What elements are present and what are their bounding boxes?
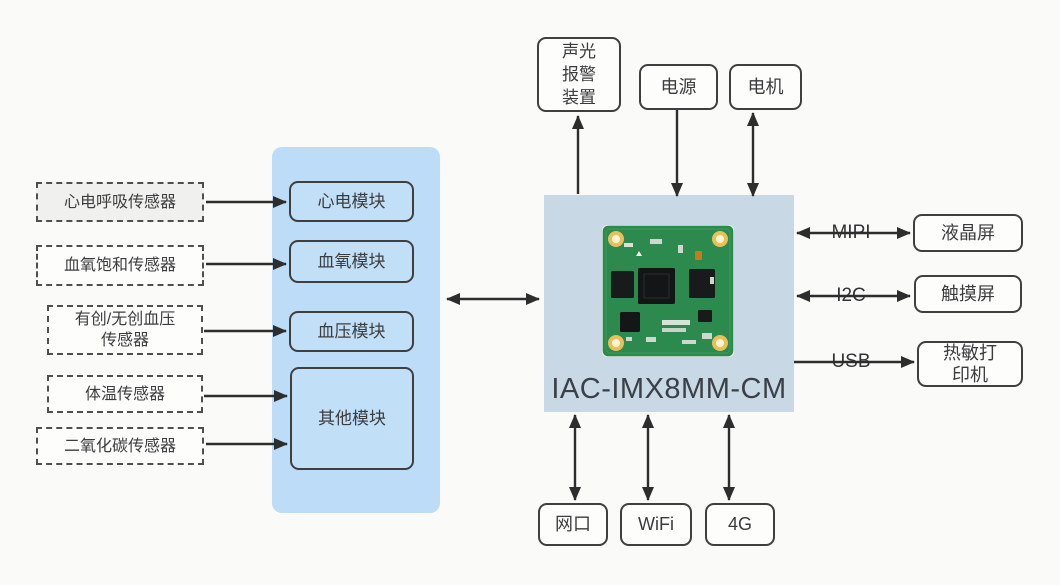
lcd-screen-box: 液晶屏 [913,214,1023,252]
motor-box: 电机 [729,64,802,110]
ethernet-box: 网口 [538,503,608,546]
sensor-box-ecg-resp: 心电呼吸传感器 [36,182,204,222]
bus-label-mipi: MIPI [827,222,875,244]
bus-label-i2c: I2C [832,285,870,307]
center-board-box: IAC-IMX8MM-CM [544,195,794,412]
power-box: 电源 [639,64,718,110]
touch-screen-box: 触摸屏 [914,275,1022,313]
thermal-printer-box: 热敏打 印机 [917,341,1023,387]
module-box-other: 其他模块 [290,367,414,470]
center-board-label: IAC-IMX8MM-CM [551,373,787,405]
sensor-box-temperature: 体温传感器 [47,375,203,413]
module-box-blood-pressure: 血压模块 [289,311,414,352]
sensor-box-blood-pressure: 有创/无创血压 传感器 [47,305,203,355]
4g-box: 4G [705,503,775,546]
module-box-ecg: 心电模块 [289,181,414,222]
pcb-photo [602,225,734,357]
sensor-box-co2: 二氧化碳传感器 [36,427,204,465]
sensor-box-spo2: 血氧饱和传感器 [36,245,204,286]
alarm-device-box: 声光 报警 装置 [537,37,621,112]
bus-label-usb: USB [827,351,875,373]
wifi-box: WiFi [620,503,692,546]
module-box-spo2: 血氧模块 [289,240,414,283]
